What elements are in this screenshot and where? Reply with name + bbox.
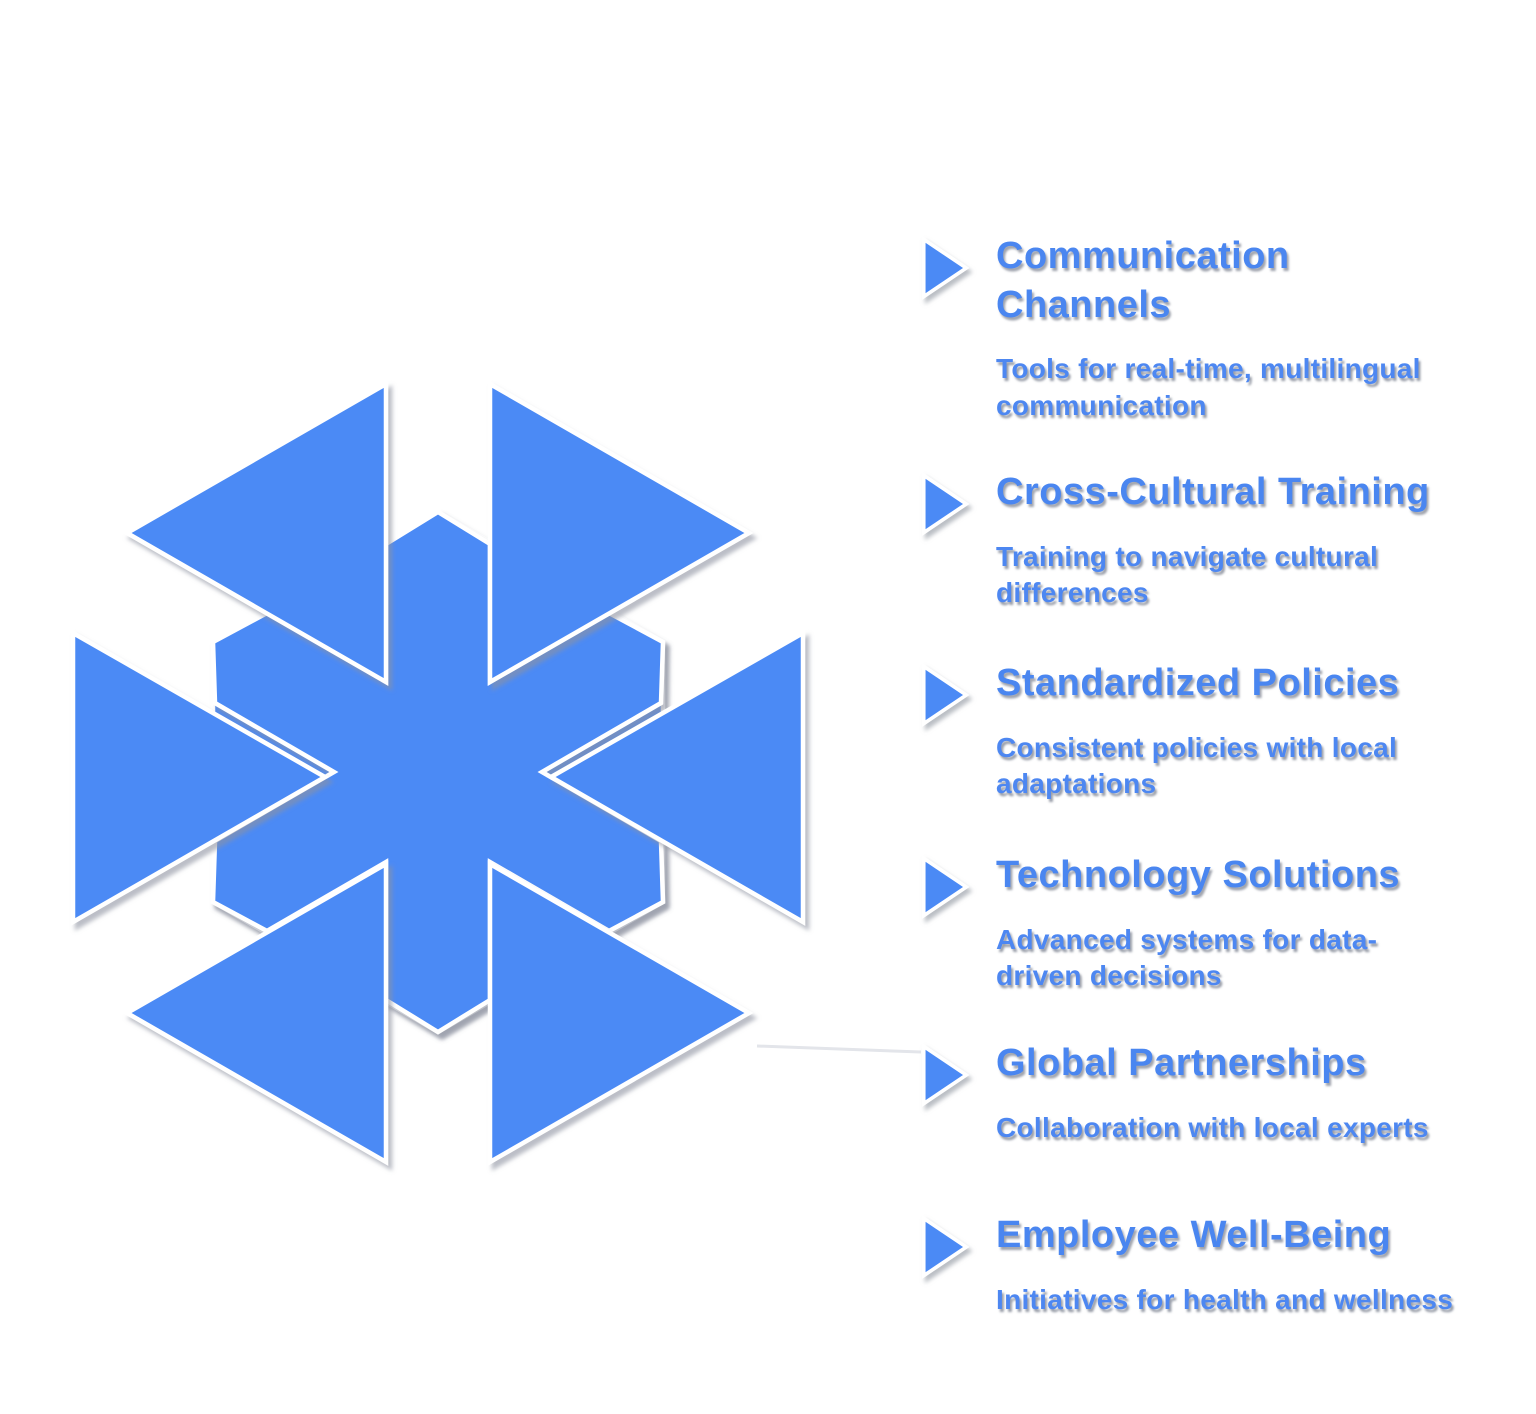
legend-description: Collaboration with local experts (996, 1111, 1429, 1143)
leader-line (756, 1044, 922, 1054)
legend-item: Global Partnerships Collaboration with l… (920, 1039, 1480, 1146)
hexagon-star-diagram (70, 380, 922, 1166)
legend-item: Technology Solutions Advanced systems fo… (920, 851, 1480, 994)
legend-title: Communication Channels (996, 235, 1290, 326)
legend-title: Standardized Policies (996, 662, 1400, 704)
legend-description: Consistent policies with local adaptatio… (996, 731, 1398, 800)
legend-description: Tools for real-time, multilingual commun… (996, 353, 1421, 421)
arrow-bullet-icon (921, 235, 970, 301)
legend-item: Standardized Policies Consistent policie… (920, 659, 1480, 802)
triangle-middle-right (546, 629, 806, 926)
legend-title: Technology Solutions (996, 854, 1401, 896)
legend-item: Employee Well-Being Initiatives for heal… (920, 1211, 1480, 1318)
arrow-bullet-icon (921, 662, 970, 728)
legend-description: Initiatives for health and wellness (996, 1283, 1454, 1315)
arrow-bullet-icon (921, 1042, 970, 1108)
legend-item: Cross-Cultural Training Training to navi… (920, 468, 1480, 611)
legend-title: Employee Well-Being (996, 1214, 1392, 1256)
legend-description: Training to navigate cultural difference… (996, 540, 1379, 609)
asterisk-shape (210, 509, 666, 1035)
triangle-middle-left (70, 629, 330, 926)
arrow-bullet-icon (921, 854, 970, 920)
legend-title: Cross-Cultural Training (996, 471, 1430, 513)
legend-description: Advanced systems for data-driven decisio… (996, 923, 1378, 992)
legend-item: Communication Channels Tools for real-ti… (920, 232, 1480, 424)
legend-title: Global Partnerships (996, 1042, 1367, 1084)
triangle-upper-right (487, 380, 754, 686)
triangle-lower-right (487, 860, 754, 1166)
arrow-bullet-icon (921, 1214, 970, 1280)
arrow-bullet-icon (921, 471, 970, 537)
triangle-lower-left (122, 860, 389, 1166)
triangle-upper-left (122, 380, 389, 686)
